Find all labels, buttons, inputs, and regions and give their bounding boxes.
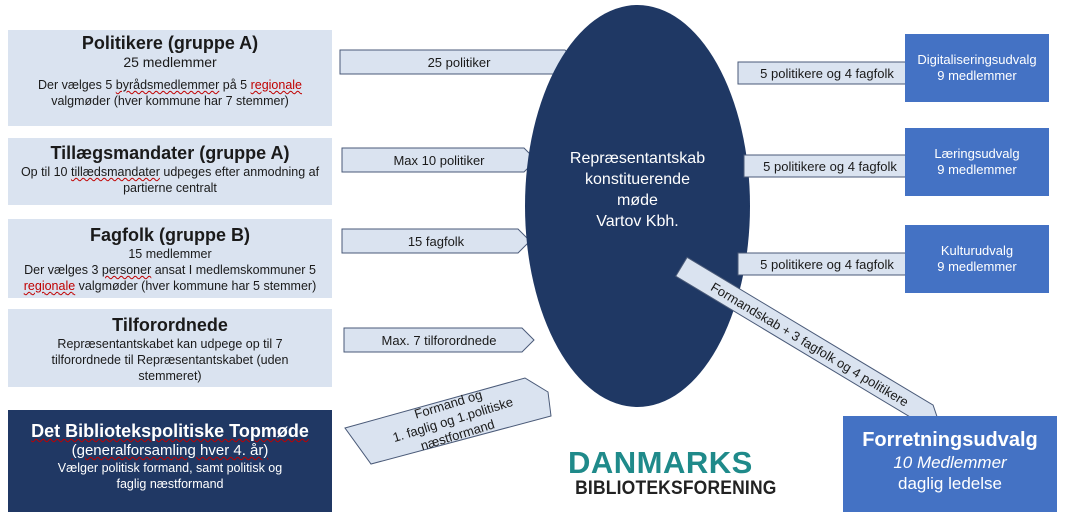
logo-line1: DANMARKS xyxy=(568,445,753,480)
arrow-politiker: 25 politiker xyxy=(339,49,579,75)
arrow-tilforordnede-label: Max. 7 tilforordnede xyxy=(381,332,497,348)
topmode-paren: (generalforsamling hver 4. år) xyxy=(71,442,269,459)
repraesentantskab-label: Repræsentantskab konstituerende møde Var… xyxy=(569,150,706,230)
group-fagfolk-count: 15 medlemmer xyxy=(128,247,212,261)
logo-line2: BIBLIOTEKSFORENING xyxy=(575,478,777,499)
topmode-box: Det Bibliotekspolitiske Topmøde (general… xyxy=(8,410,332,512)
forretningsudvalg-box: Forretningsudvalg 10 Medlemmer daglig le… xyxy=(843,416,1057,512)
topmode-desc: Vælger politisk formand, samt politisk o… xyxy=(57,461,283,491)
udvalg-kultur-count: 9 medlemmer xyxy=(937,259,1017,274)
topmode-title: Det Bibliotekspolitiske Topmøde xyxy=(31,421,309,441)
group-tillaeg-desc: Op til 10 tillædsmandater udpeges efter … xyxy=(20,165,320,195)
group-tillaeg-box: Tillægsmandater (gruppe A) Op til 10 til… xyxy=(8,138,332,205)
group-fagfolk-title: Fagfolk (gruppe B) xyxy=(90,225,250,245)
udvalg-kultur-box: Kulturudvalg 9 medlemmer xyxy=(905,225,1049,293)
arrow-out-kultur: 5 politikere og 4 fagfolk xyxy=(737,252,917,276)
arrow-fagfolk: 15 fagfolk xyxy=(341,228,531,254)
arrow-fagfolk-shape xyxy=(341,228,531,254)
arrow-out-laering: 5 politikere og 4 fagfolk xyxy=(743,154,917,178)
group-tilforordnede-box: Tilforordnede Repræsentantskabet kan udp… xyxy=(8,309,332,387)
arrow-out-digitalisering: 5 politikere og 4 fagfolk xyxy=(737,61,917,85)
forretningsudvalg-desc: daglig ledelse xyxy=(898,474,1002,493)
forretningsudvalg-count: 10 Medlemmer xyxy=(893,453,1007,472)
arrow-tilforordnede: Max. 7 tilforordnede xyxy=(343,327,535,353)
arrow-tillaeg: Max 10 politiker xyxy=(341,147,537,173)
group-tilforordnede-desc: Repræsentantskabet kan udpege op til 7 t… xyxy=(51,337,289,383)
group-tillaeg-title: Tillægsmandater (gruppe A) xyxy=(50,143,290,163)
arrow-tillaeg-label: Max 10 politiker xyxy=(393,152,485,168)
group-politikere-title: Politikere (gruppe A) xyxy=(81,33,259,53)
udvalg-laering-name: Læringsudvalg xyxy=(934,146,1020,161)
arrow-out-digitalisering-label: 5 politikere og 4 fagfolk xyxy=(760,65,894,81)
arrow-topmode-shape xyxy=(344,377,552,465)
arrow-politiker-label: 25 politiker xyxy=(427,54,491,70)
group-fagfolk-box: Fagfolk (gruppe B) 15 medlemmer Der vælg… xyxy=(8,219,332,298)
group-fagfolk-desc: Der vælges 3 personer ansat I medlemskom… xyxy=(23,263,317,293)
arrow-tilforordnede-shape xyxy=(343,327,535,353)
arrow-topmode: Formand og 1. faglig og 1.politiske næst… xyxy=(344,376,555,466)
udvalg-digitalisering-name: Digitaliseringsudvalg xyxy=(917,52,1037,67)
group-politikere-count: 25 medlemmer xyxy=(123,54,217,70)
udvalg-laering-count: 9 medlemmer xyxy=(937,162,1017,177)
group-politikere-desc: Der vælges 5 byrådsmedlemmer på 5 region… xyxy=(37,78,303,108)
udvalg-digitalisering-count: 9 medlemmer xyxy=(937,68,1017,83)
repraesentantskab-ellipse xyxy=(525,5,750,407)
udvalg-digitalisering-box: Digitaliseringsudvalg 9 medlemmer xyxy=(905,34,1049,102)
udvalg-kultur-name: Kulturudvalg xyxy=(940,243,1014,258)
udvalg-laering-box: Læringsudvalg 9 medlemmer xyxy=(905,128,1049,196)
forretningsudvalg-title: Forretningsudvalg xyxy=(862,429,1038,451)
arrow-out-laering-label: 5 politikere og 4 fagfolk xyxy=(763,158,897,174)
group-politikere-box: Politikere (gruppe A) 25 medlemmer Der v… xyxy=(8,30,332,126)
arrow-out-kultur-label: 5 politikere og 4 fagfolk xyxy=(760,256,894,272)
arrow-fagfolk-label: 15 fagfolk xyxy=(407,233,465,249)
group-tilforordnede-title: Tilforordnede xyxy=(112,315,228,335)
danmarks-biblioteksforening-logo: DANMARKS BIBLIOTEKSFORENING xyxy=(568,445,777,500)
